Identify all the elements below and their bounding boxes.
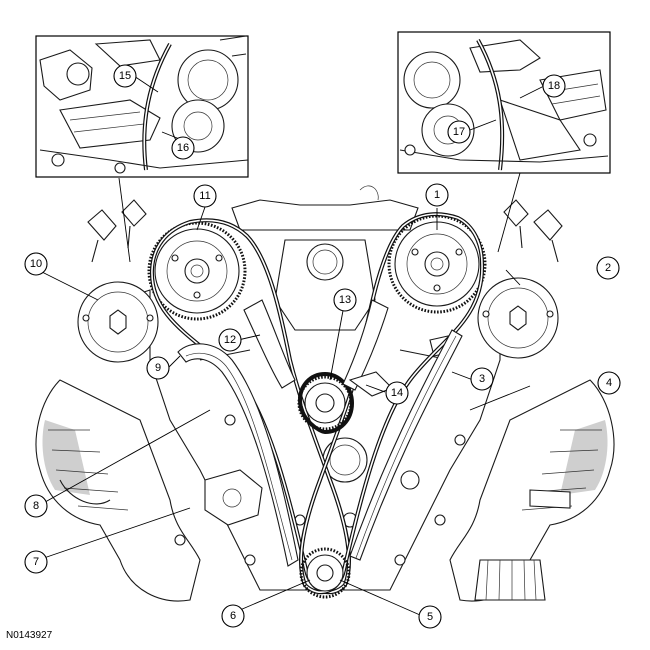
svg-text:15: 15 [119,70,131,82]
chain-guides [177,299,463,567]
callout-18: 18 [542,74,566,98]
svg-text:18: 18 [548,80,560,92]
svg-text:17: 17 [453,126,465,138]
right-vct-cover [477,277,559,359]
callout-12: 12 [218,328,242,352]
svg-text:16: 16 [177,142,189,154]
callout-4: 4 [597,371,621,395]
svg-text:2: 2 [605,262,611,274]
callout-5: 5 [418,605,442,629]
callouts: 1 2 3 4 5 6 7 8 9 10 11 12 13 14 15 16 1… [24,64,621,629]
svg-text:14: 14 [391,387,403,399]
callout-3: 3 [470,367,494,391]
callout-11: 11 [193,184,217,208]
svg-text:4: 4 [606,377,612,389]
svg-text:1: 1 [434,189,440,201]
callout-6: 6 [221,604,245,628]
callout-10: 10 [24,252,48,276]
callout-9: 9 [146,356,170,380]
svg-text:5: 5 [427,611,433,623]
callout-1: 1 [425,183,449,207]
svg-text:8: 8 [33,500,39,512]
callout-14: 14 [385,381,409,405]
svg-text:3: 3 [479,373,485,385]
idler-sprocket [297,375,353,431]
callout-13: 13 [333,288,357,312]
inset-right [397,31,611,174]
crank-sprocket [299,547,351,599]
callout-2: 2 [596,256,620,280]
svg-text:11: 11 [199,190,210,202]
svg-text:7: 7 [33,556,39,568]
inset-left [35,35,249,178]
figure-id: N0143927 [6,630,53,641]
svg-text:9: 9 [155,362,161,374]
svg-text:10: 10 [30,258,42,270]
callout-16: 16 [171,136,195,160]
callout-17: 17 [447,120,471,144]
left-vct-cover [77,281,159,363]
leader-lines [37,75,545,616]
callout-15: 15 [113,64,137,88]
svg-text:6: 6 [230,610,236,622]
svg-text:12: 12 [224,334,236,346]
svg-text:13: 13 [339,294,351,306]
right-cam-sprocket [387,214,487,314]
callout-7: 7 [24,550,48,574]
callout-8: 8 [24,494,48,518]
